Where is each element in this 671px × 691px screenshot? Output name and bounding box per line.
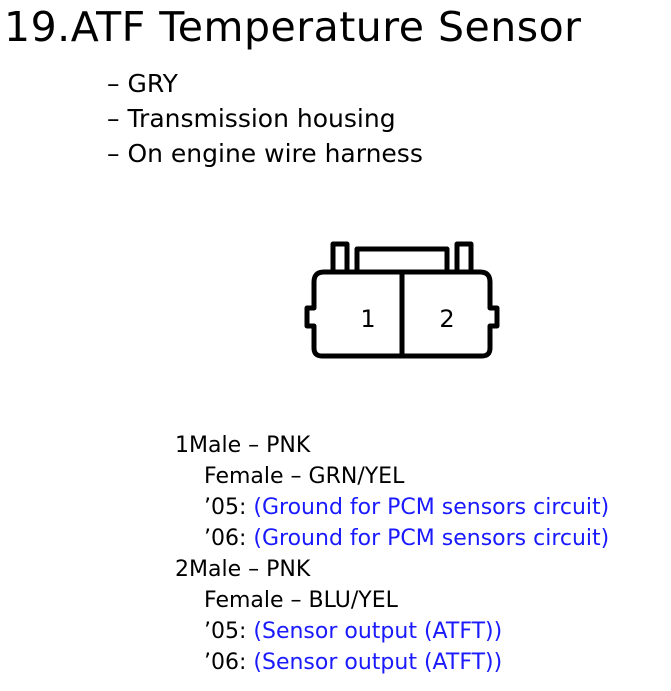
pin-label-2: 2	[439, 305, 454, 333]
pin-1-number: 1	[175, 433, 189, 458]
pin-1-male: Male – PNK	[189, 433, 311, 458]
pin-2-year-05-label: ’05:	[204, 619, 247, 644]
pin-1-year-05-circuit: (Ground for PCM sensors circuit)	[253, 495, 610, 520]
pin-1-year-06-circuit: (Ground for PCM sensors circuit)	[253, 526, 610, 551]
left-latch-post	[330, 241, 350, 275]
pin-2-year-06-circuit: (Sensor output (ATFT))	[253, 650, 503, 675]
top-lock-tab	[354, 246, 450, 275]
connector-diagram: 1 2	[304, 241, 500, 359]
pin-2-details: 2Male – PNK Female – BLU/YEL ’05: (Senso…	[175, 554, 609, 678]
pin-2-year-05-row: ’05: (Sensor output (ATFT))	[175, 616, 609, 647]
pin-2-male-row: 2Male – PNK	[175, 554, 609, 585]
info-item-location: – Transmission housing	[107, 104, 396, 133]
page-title: 19.ATF Temperature Sensor	[4, 3, 582, 51]
pin-2-female: Female – BLU/YEL	[204, 588, 398, 613]
sensor-info-list: – GRY – Transmission housing – On engine…	[107, 66, 423, 171]
pin-1-year-06-row: ’06: (Ground for PCM sensors circuit)	[175, 523, 609, 554]
connector-body	[304, 269, 500, 359]
right-latch-post	[454, 241, 474, 275]
pin-1-details: 1Male – PNK Female – GRN/YEL ’05: (Groun…	[175, 430, 609, 554]
pin-2-year-06-row: ’06: (Sensor output (ATFT))	[175, 647, 609, 678]
pin-1-year-06-label: ’06:	[204, 526, 247, 551]
pin-2-year-05-circuit: (Sensor output (ATFT))	[253, 619, 503, 644]
info-item-harness: – On engine wire harness	[107, 139, 423, 168]
pin-2-male: Male – PNK	[189, 557, 311, 582]
pin-1-male-row: 1Male – PNK	[175, 430, 609, 461]
pin-1-female: Female – GRN/YEL	[204, 464, 405, 489]
info-item-color: – GRY	[107, 69, 178, 98]
pin-2-number: 2	[175, 557, 189, 582]
pin-1-year-05-label: ’05:	[204, 495, 247, 520]
pin-label-1: 1	[360, 305, 375, 333]
pin-2-year-06-label: ’06:	[204, 650, 247, 675]
pin-1-year-05-row: ’05: (Ground for PCM sensors circuit)	[175, 492, 609, 523]
pin-details: 1Male – PNK Female – GRN/YEL ’05: (Groun…	[175, 430, 609, 678]
